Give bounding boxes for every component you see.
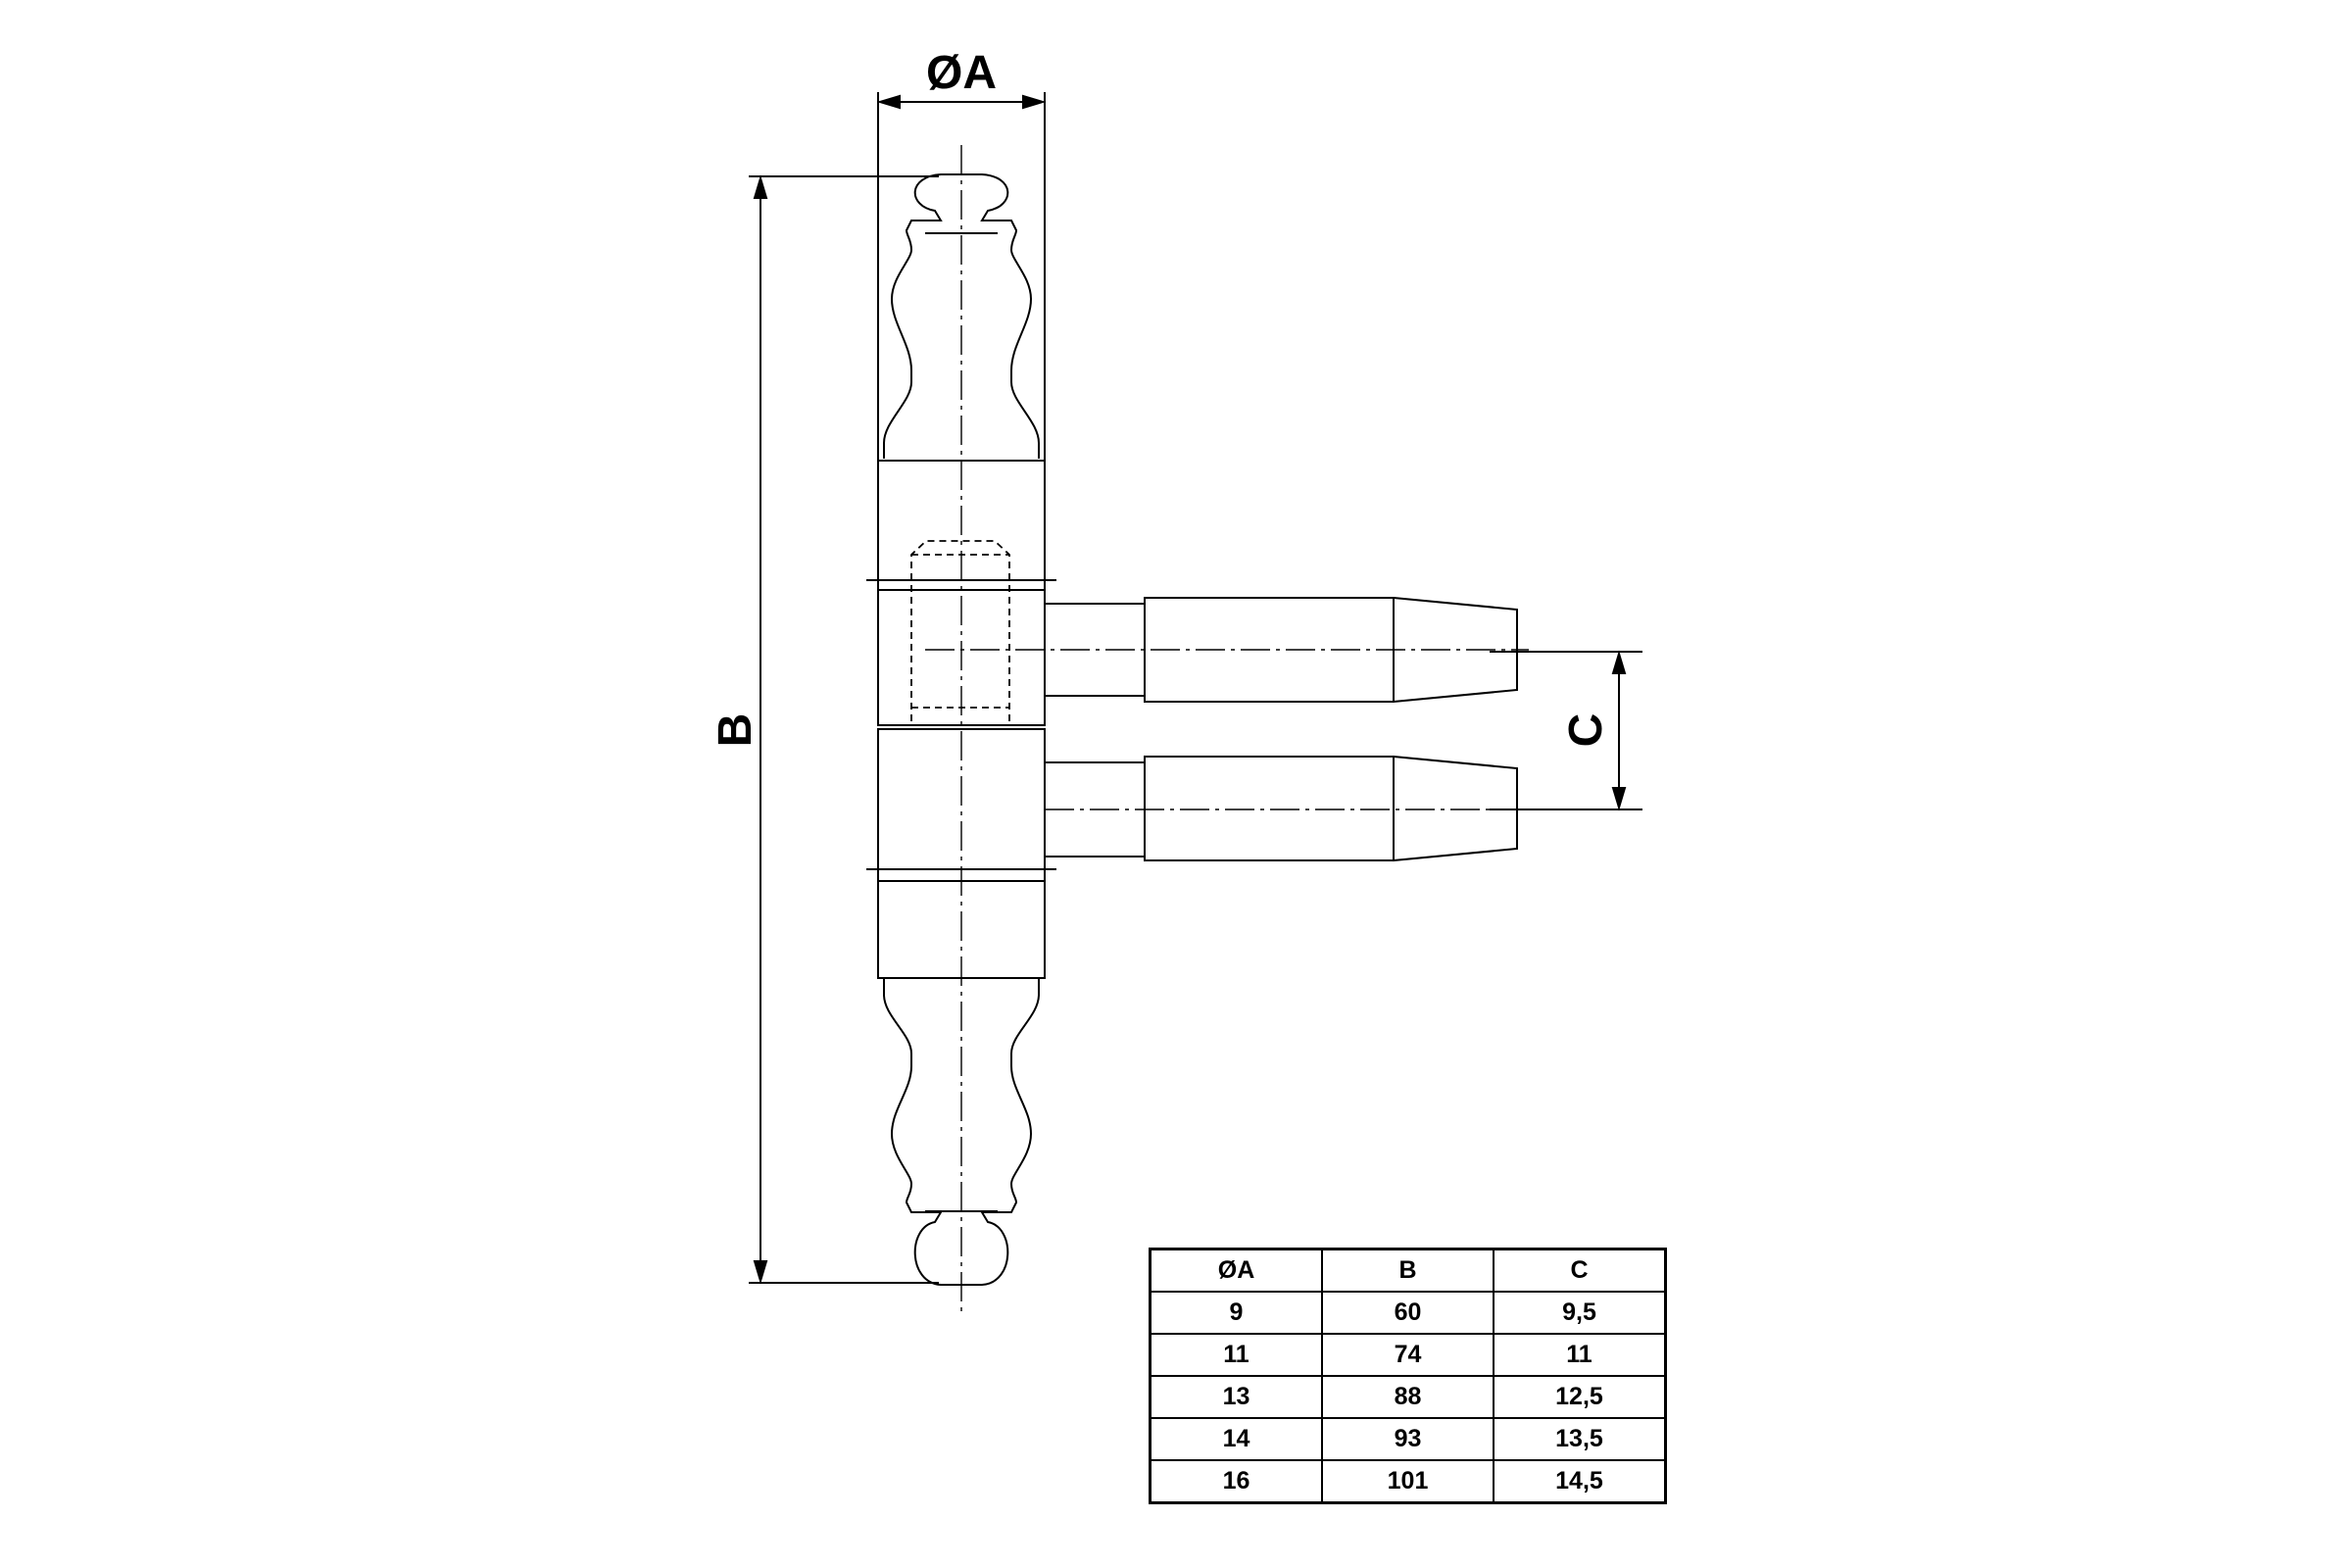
column-header: C [1493, 1248, 1667, 1293]
table-cell: 14 [1149, 1417, 1323, 1461]
table-cell: 93 [1321, 1417, 1494, 1461]
table-cell: 13 [1149, 1375, 1323, 1419]
table-cell: 11 [1493, 1333, 1667, 1377]
center-lines [925, 145, 1529, 1313]
dimension-c-lines [1490, 650, 1642, 811]
dimension-label-c: C [1560, 713, 1612, 748]
dimension-a-lines [876, 92, 1047, 463]
table-row: 9 60 9,5 [1149, 1291, 1667, 1335]
table-cell: 11 [1149, 1333, 1323, 1377]
table-cell: 9,5 [1493, 1291, 1667, 1335]
column-header: ØA [1149, 1248, 1323, 1293]
dimensions-table: ØA B C 9 60 9,5 11 74 11 13 88 12,5 14 9… [1149, 1248, 1667, 1504]
table-cell: 9 [1149, 1291, 1323, 1335]
table-cell: 13,5 [1493, 1417, 1667, 1461]
table-cell: 60 [1321, 1291, 1494, 1335]
table-row: 13 88 12,5 [1149, 1375, 1667, 1419]
table-cell: 12,5 [1493, 1375, 1667, 1419]
table-cell: 14,5 [1493, 1459, 1667, 1504]
dimension-label-b: B [710, 713, 761, 748]
column-header: B [1321, 1248, 1494, 1293]
table-row: 11 74 11 [1149, 1333, 1667, 1377]
upper-knuckle [866, 460, 1056, 726]
table-cell: 101 [1321, 1459, 1494, 1504]
table-header-row: ØA B C [1149, 1248, 1667, 1293]
dimension-b-lines [749, 174, 939, 1285]
table-row: 16 101 14,5 [1149, 1459, 1667, 1504]
lower-screw-pin [1045, 756, 1518, 861]
table-cell: 88 [1321, 1375, 1494, 1419]
table-row: 14 93 13,5 [1149, 1417, 1667, 1461]
dimension-label-a: ØA [926, 47, 997, 99]
table-cell: 16 [1149, 1459, 1323, 1504]
table-cell: 74 [1321, 1333, 1494, 1377]
